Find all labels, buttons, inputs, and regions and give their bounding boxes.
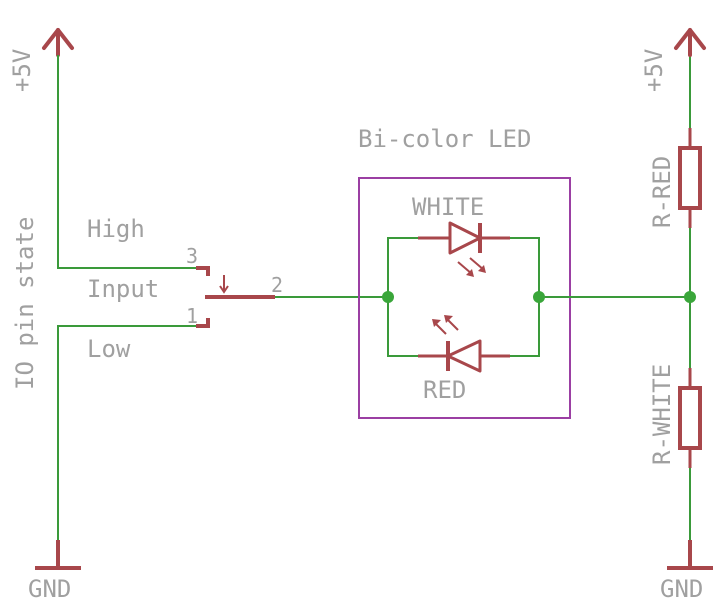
right-wires [539,55,691,540]
red-led-label: RED [423,376,466,404]
right-supply-symbol [674,28,706,57]
red-led-icon [418,317,510,373]
pin3-label: 3 [186,244,198,268]
right-supply-label: +5V [640,49,668,92]
input-label: Input [87,275,159,303]
junction-dot-center [533,291,545,303]
r-red-resistor-icon [678,128,702,228]
right-ground-label: GND [660,575,703,603]
high-label: High [87,215,145,243]
r-white-resistor-icon [678,368,702,468]
left-supply-label: +5V [8,49,36,92]
led-internal-wires [387,237,540,357]
junction-dot-right [684,291,696,303]
red-led-light-arrows-icon [432,315,453,327]
r-red-label: R-RED [648,156,676,228]
bicolor-led-label: Bi-color LED [358,125,531,153]
pin1-label: 1 [186,304,198,328]
left-supply-symbol [42,28,74,57]
left-ground-symbol [35,540,81,570]
left-ground-label: GND [28,575,71,603]
low-label: Low [87,335,131,363]
junction-dot-left [382,291,394,303]
io-pin-state-label: IO pin state [11,217,39,390]
right-ground-symbol [667,540,713,570]
pin2-label: 2 [271,273,283,297]
white-led-label: WHITE [412,193,484,221]
left-wires [57,55,388,540]
white-led-icon [418,221,510,275]
spdt-switch-icon [196,266,275,328]
white-led-light-arrows-icon [466,265,486,277]
r-white-label: R-WHITE [648,364,676,465]
